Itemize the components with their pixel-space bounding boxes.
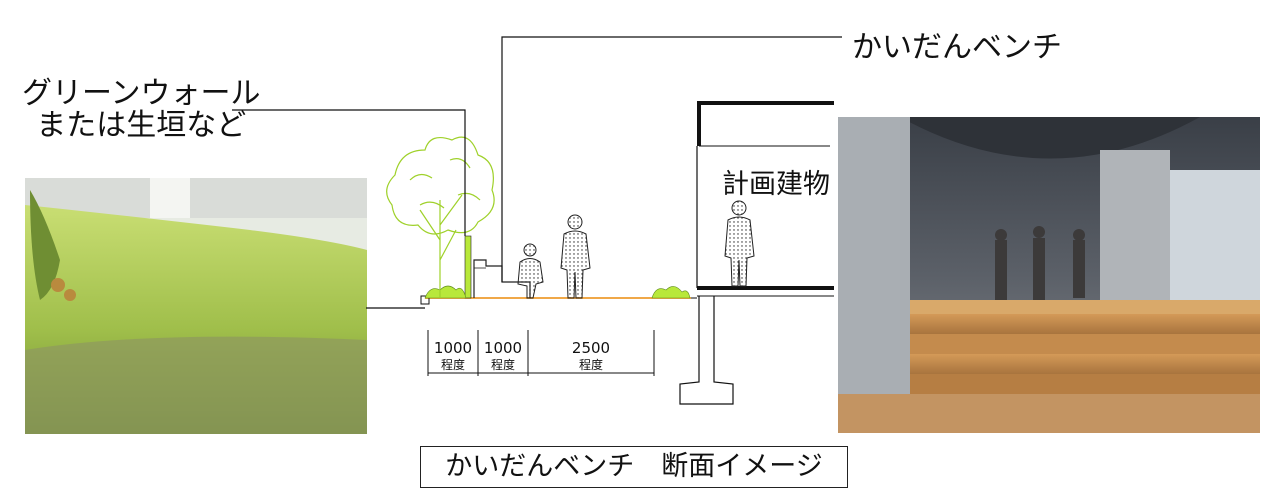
green-wall	[464, 235, 472, 299]
hedge-photo	[25, 178, 367, 434]
caption: かいだんベンチ 断面イメージ	[420, 446, 848, 488]
dimension-1-value: 1000	[433, 339, 473, 357]
seated-person-icon	[517, 243, 544, 299]
dimension-lines	[427, 330, 655, 376]
dimension-2-value: 1000	[483, 339, 523, 357]
dimension-3-unit: 程度	[578, 358, 603, 372]
planned-building-label: 計画建物	[722, 169, 830, 200]
green-wall-label-line1: グリーンウォール	[22, 76, 261, 111]
green-wall-label: グリーンウォール または生垣など	[22, 78, 261, 142]
indoor-person-icon	[724, 200, 755, 287]
kaidan-bench-label: かいだんベンチ	[852, 30, 1062, 65]
dimension-2: 1000 程度	[478, 340, 528, 374]
dimension-1: 1000 程度	[428, 340, 478, 374]
green-wall-label-line2: または生垣など	[36, 108, 247, 143]
green-wall-leader-line	[232, 109, 466, 236]
dimension-2-unit: 程度	[490, 358, 515, 372]
tree-icon	[386, 136, 495, 298]
dimension-3: 2500 程度	[528, 340, 654, 374]
planned-building-section	[679, 101, 834, 405]
dimension-3-value: 2500	[571, 339, 611, 357]
bench-leader-line	[501, 36, 842, 282]
standing-person-icon	[560, 214, 591, 299]
stair-bench-photo	[838, 117, 1260, 433]
dimension-1-unit: 程度	[440, 358, 465, 372]
shrub-right	[651, 286, 691, 299]
shrub-left	[424, 285, 467, 299]
